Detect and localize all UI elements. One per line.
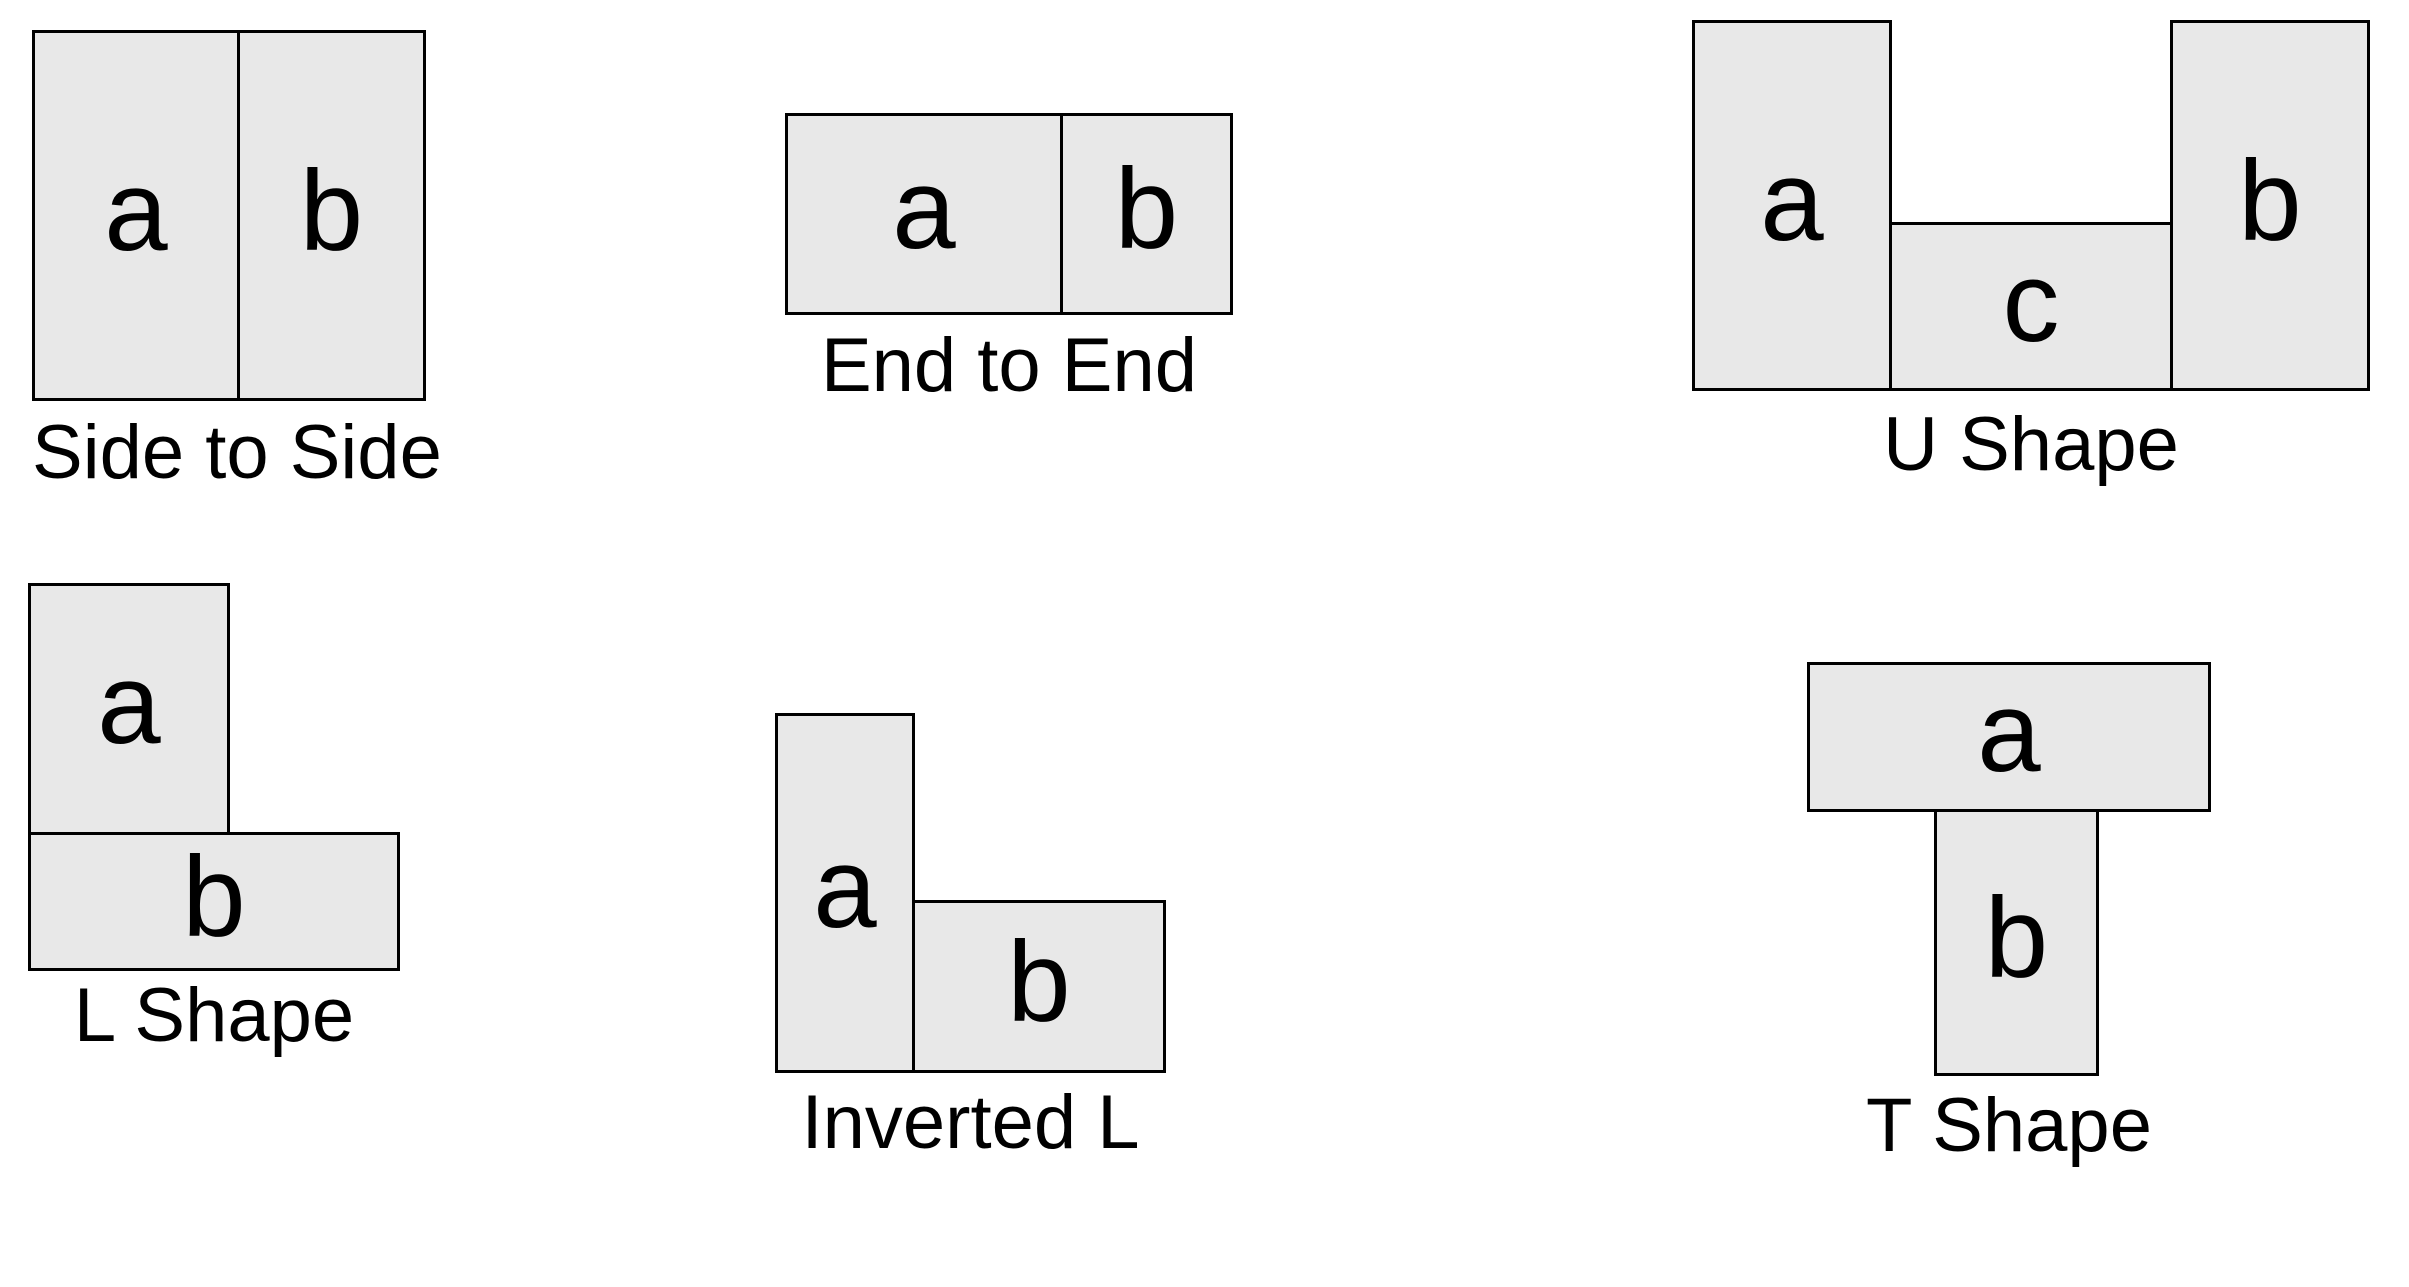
rect-letter: a: [97, 641, 161, 768]
u-shape-rect-c: c: [1889, 222, 2173, 391]
rect-letter: b: [182, 833, 246, 961]
diagram-label-side-to-side: Side to Side: [32, 410, 442, 495]
end-to-end-rect-b: b: [1060, 113, 1233, 315]
diagram-label-end-to-end: End to End: [820, 323, 1198, 408]
rect-letter: b: [2238, 137, 2302, 265]
rect-letter: b: [1984, 874, 2049, 1002]
rect-letter: a: [1977, 669, 2041, 796]
side-to-side-rect-a: a: [32, 30, 240, 401]
rect-letter: a: [813, 825, 877, 952]
inverted-l-rect-b: b: [912, 900, 1166, 1073]
t-shape-rect-a: a: [1807, 662, 2211, 812]
inverted-l-rect-a: a: [775, 713, 915, 1073]
diagram-label-u-shape: U Shape: [1883, 402, 2179, 487]
diagram-label-t-shape: T Shape: [1866, 1083, 2152, 1168]
end-to-end-rect-a: a: [785, 113, 1063, 315]
side-to-side-rect-b: b: [237, 30, 426, 401]
l-shape-rect-a: a: [28, 583, 230, 835]
diagram-label-l-shape: L Shape: [73, 973, 355, 1058]
rect-letter: a: [104, 147, 168, 275]
l-shape-rect-b: b: [28, 832, 400, 971]
u-shape-rect-b: b: [2170, 20, 2370, 391]
rect-letter: a: [1760, 137, 1824, 265]
rect-letter: c: [2002, 238, 2060, 366]
rect-letter: b: [1114, 146, 1179, 273]
u-shape-rect-a: a: [1692, 20, 1892, 391]
rect-letter: b: [299, 147, 364, 275]
t-shape-rect-b: b: [1934, 809, 2099, 1076]
rect-letter: b: [1007, 918, 1071, 1046]
diagram-label-inverted-l: Inverted L: [801, 1080, 1140, 1165]
rect-letter: a: [892, 146, 956, 273]
